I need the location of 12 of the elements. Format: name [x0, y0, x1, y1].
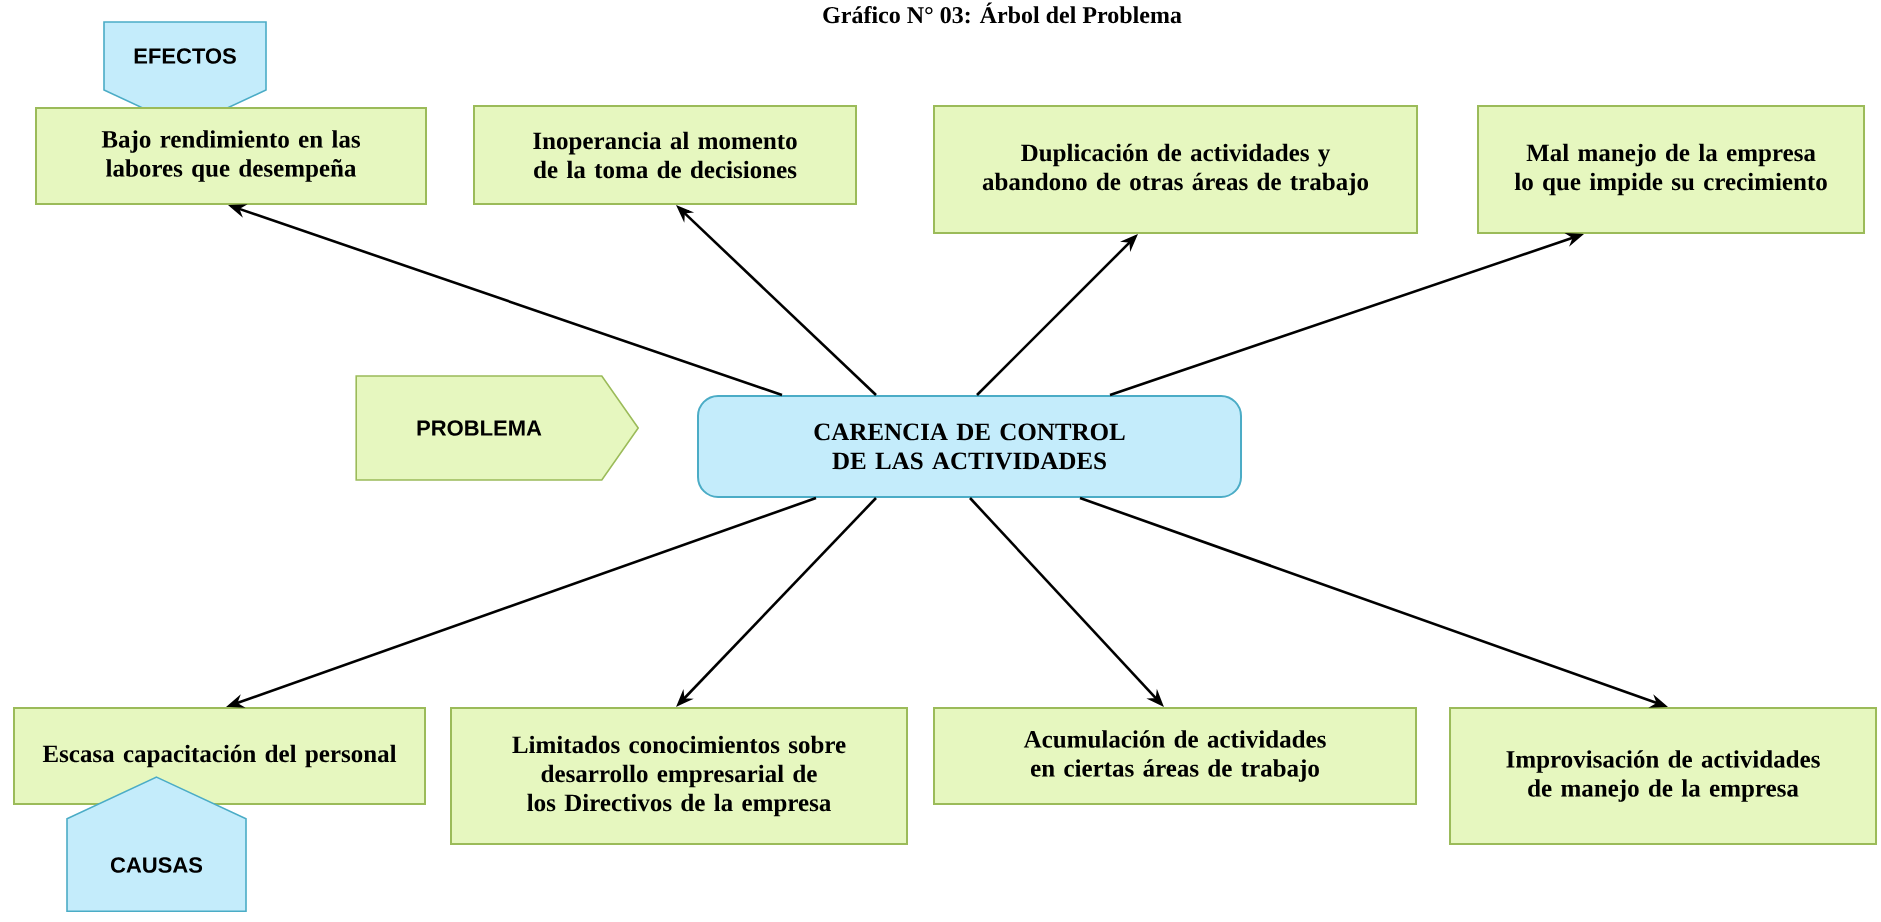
cause-box: Escasa capacitación del personal: [13, 707, 426, 805]
cause-box: Limitados conocimientos sobre desarrollo empresarial de los Directivos de la empresa: [450, 707, 908, 845]
effect-box: Inoperancia al momento de la toma de decisiones: [473, 105, 857, 205]
problem-box: CARENCIA DE CONTROL DE LAS ACTIVIDADES: [697, 395, 1242, 498]
label-tag: PROBLEMA: [355, 375, 640, 481]
effect-box: Duplicación de actividades y abandono de otras áreas de trabajo: [933, 105, 1418, 234]
cause-box: Improvisación de actividades de manejo de la empresa: [1449, 707, 1877, 845]
effect-box: Bajo rendimiento en las labores que desempeña: [35, 107, 427, 205]
label-tag: CAUSAS: [66, 776, 247, 912]
title: Gráfico N° 03: Árbol del Problema: [823, 2, 1182, 24]
effect-box: Mal manejo de la empresa lo que impide su crecimiento: [1477, 105, 1865, 234]
cause-box: Acumulación de actividades en ciertas áreas de trabajo: [933, 707, 1417, 805]
